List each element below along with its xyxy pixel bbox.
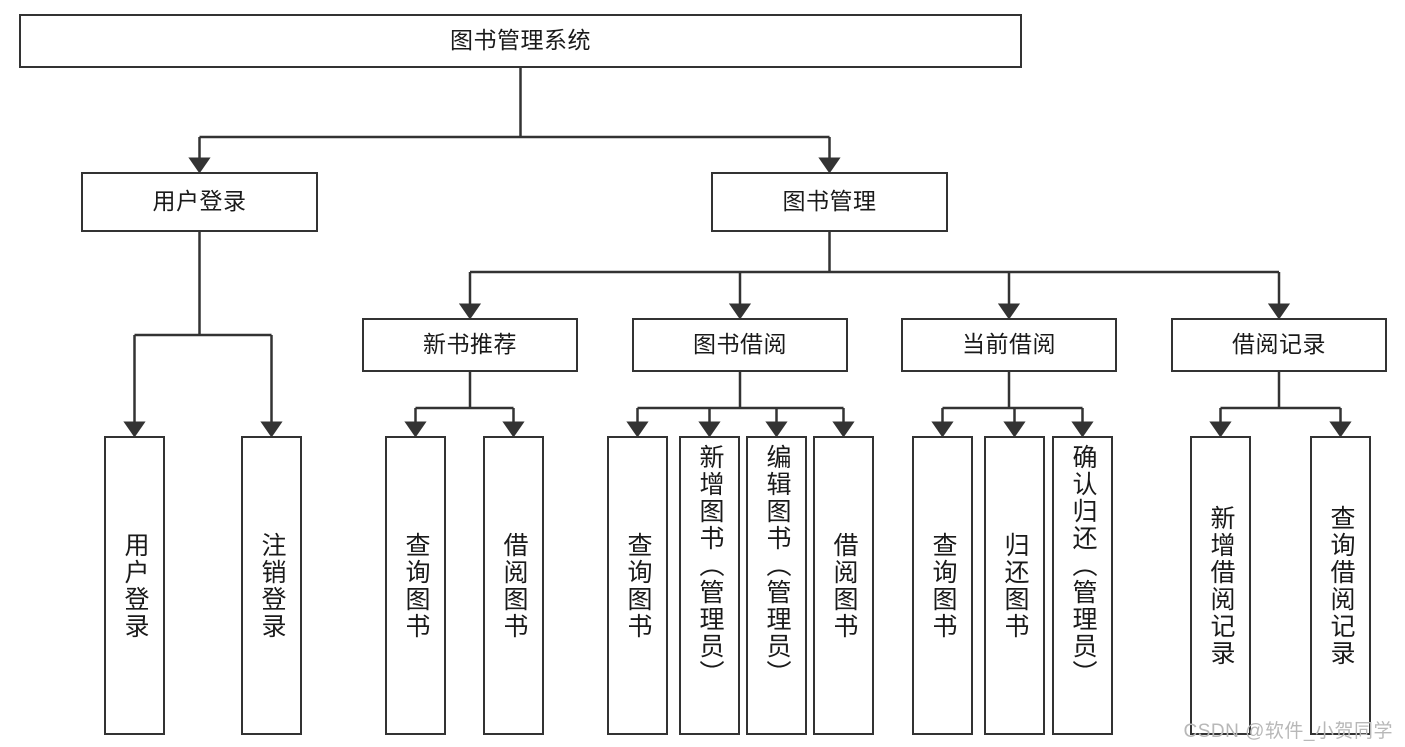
node-leaf-query-book-borrow[interactable]: 查询图书 (607, 436, 668, 735)
node-label: 当前借阅 (962, 331, 1056, 358)
node-label: 新增图书（管理员） (696, 444, 724, 687)
node-new-book-recommend[interactable]: 新书推荐 (362, 318, 578, 372)
node-label: 图书管理系统 (450, 27, 591, 54)
node-leaf-return-book[interactable]: 归还图书 (984, 436, 1045, 735)
node-label: 图书管理 (782, 188, 877, 215)
node-label: 新增借阅记录 (1207, 504, 1235, 667)
node-borrow-record[interactable]: 借阅记录 (1171, 318, 1387, 372)
node-label: 注销登录 (258, 531, 286, 640)
node-label: 用户登录 (152, 188, 247, 215)
node-label: 借阅图书 (830, 531, 858, 640)
node-label: 编辑图书（管理员） (763, 444, 791, 687)
node-leaf-add-record[interactable]: 新增借阅记录 (1190, 436, 1251, 735)
node-leaf-logout[interactable]: 注销登录 (241, 436, 302, 735)
node-user-login[interactable]: 用户登录 (81, 172, 318, 232)
watermark-text: CSDN @软件_小贺同学 (1183, 721, 1393, 742)
node-label: 新书推荐 (423, 331, 517, 358)
node-leaf-edit-book[interactable]: 编辑图书（管理员） (746, 436, 807, 735)
node-leaf-confirm-return[interactable]: 确认归还（管理员） (1052, 436, 1113, 735)
node-label: 确认归还（管理员） (1069, 444, 1097, 687)
node-leaf-query-book-cur[interactable]: 查询图书 (912, 436, 973, 735)
node-current-borrow[interactable]: 当前借阅 (901, 318, 1117, 372)
node-label: 查询借阅记录 (1327, 504, 1355, 667)
node-label: 借阅记录 (1232, 331, 1326, 358)
node-label: 归还图书 (1001, 531, 1029, 640)
node-root[interactable]: 图书管理系统 (19, 14, 1022, 68)
node-leaf-query-record[interactable]: 查询借阅记录 (1310, 436, 1371, 735)
node-label: 借阅图书 (500, 531, 528, 640)
node-leaf-user-login[interactable]: 用户登录 (104, 436, 165, 735)
node-label: 查询图书 (402, 531, 430, 640)
node-leaf-query-book-rec[interactable]: 查询图书 (385, 436, 446, 735)
node-book-manage[interactable]: 图书管理 (711, 172, 948, 232)
node-label: 查询图书 (624, 531, 652, 640)
node-book-borrow[interactable]: 图书借阅 (632, 318, 848, 372)
node-leaf-add-book[interactable]: 新增图书（管理员） (679, 436, 740, 735)
node-leaf-borrow-book[interactable]: 借阅图书 (813, 436, 874, 735)
node-label: 查询图书 (929, 531, 957, 640)
node-label: 用户登录 (121, 531, 149, 640)
node-label: 图书借阅 (693, 331, 787, 358)
node-leaf-borrow-book-rec[interactable]: 借阅图书 (483, 436, 544, 735)
